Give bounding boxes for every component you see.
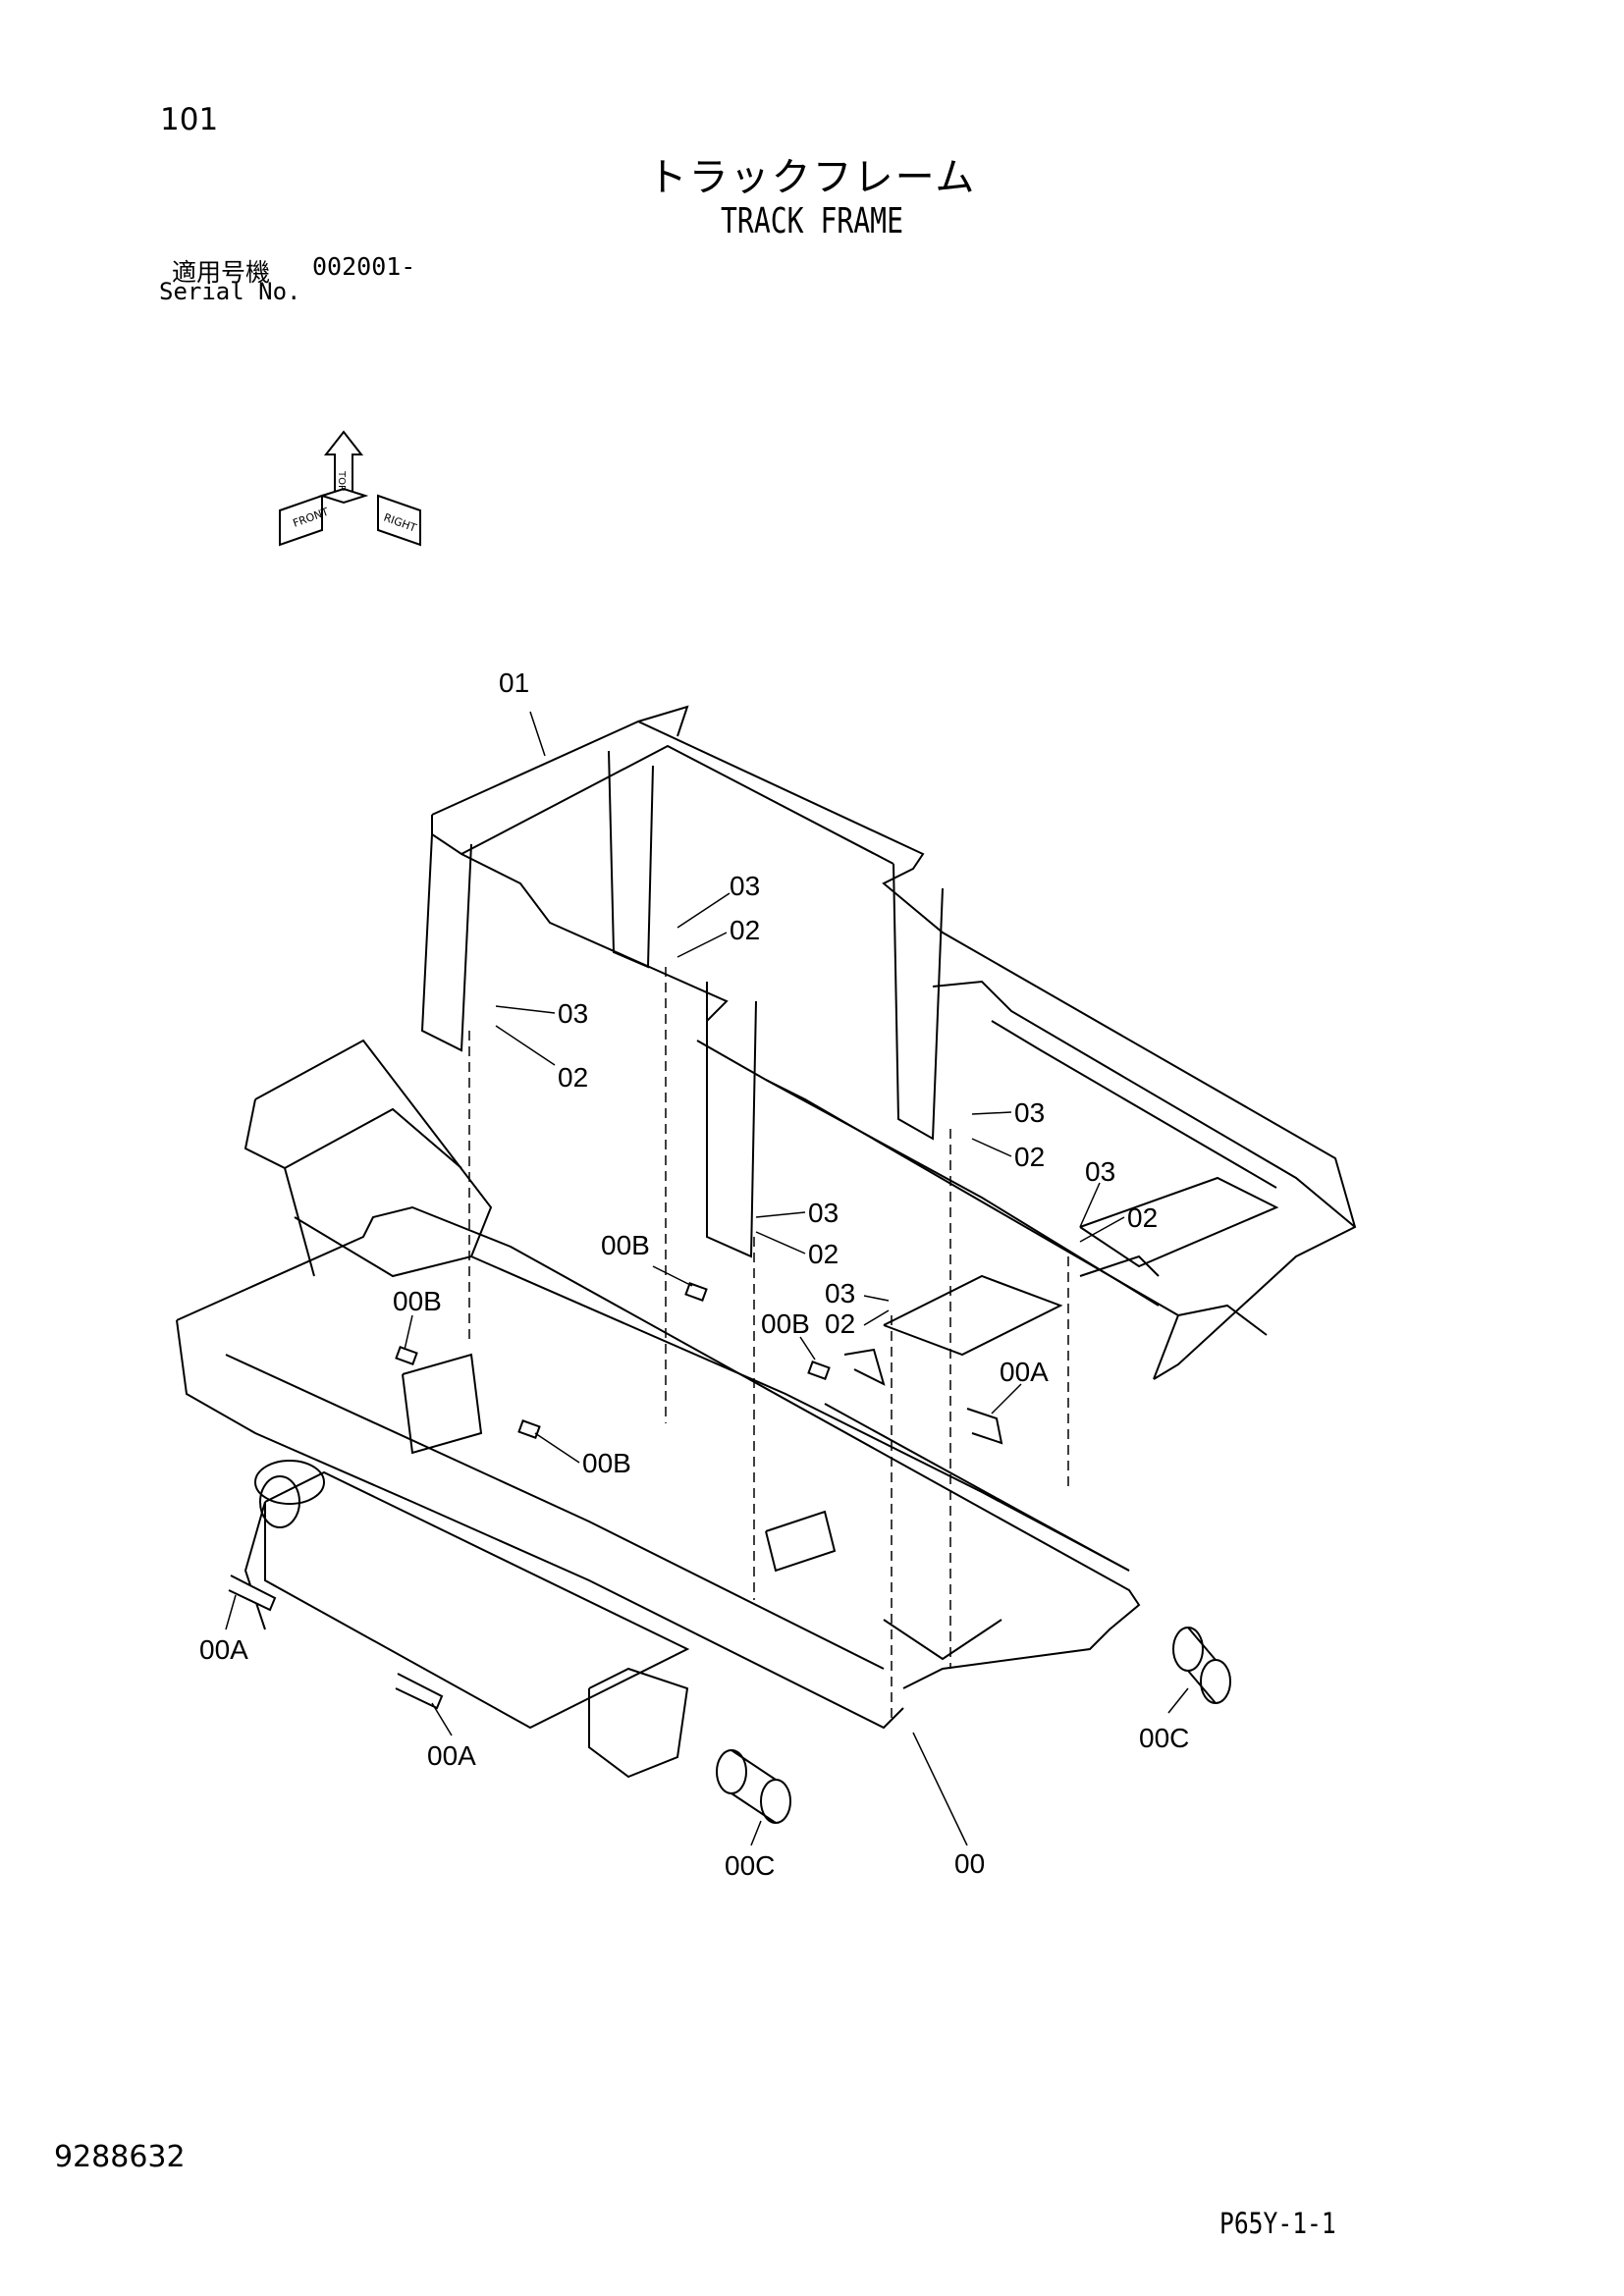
callout-00a: 00A [199,1634,248,1665]
callout-00c: 00C [725,1850,775,1881]
callout-02: 02 [808,1239,839,1269]
leader-lines [225,711,1189,1846]
callout-03: 03 [808,1198,839,1228]
callout-02: 02 [1127,1202,1158,1233]
callout-00c: 00C [1139,1723,1189,1753]
sheet-code: P65Y-1-1 [1219,2207,1336,2240]
callout-03: 03 [1014,1097,1045,1128]
serial-value: 002001- [312,252,416,281]
callout-03: 03 [730,871,760,901]
callout-00: 00 [954,1848,985,1879]
title-english: TRACK FRAME [721,201,903,241]
callout-01: 01 [499,667,529,698]
callout-00b: 00B [601,1230,650,1260]
callout-03: 03 [825,1278,855,1308]
lower-frame-00 [176,1039,1141,1779]
pin-cylinder-00c-right [1172,1627,1231,1704]
pin-cylinder-00c-left [716,1749,791,1824]
page-number: 101 [160,102,219,137]
callout-00a: 00A [1000,1357,1049,1387]
serial-label-english: Serial No. [159,278,301,305]
callout-00b: 00B [393,1286,442,1316]
document-number: 9288632 [54,2140,186,2174]
callout-00b: 00B [761,1308,810,1339]
orientation-top-label: TOP [336,470,347,491]
callout-02: 02 [1014,1142,1045,1172]
callout-02: 02 [730,915,760,945]
callout-03: 03 [1085,1156,1115,1187]
title-japanese: トラックフレーム [647,155,977,200]
callout-00a: 00A [427,1740,476,1771]
upper-frame-01 [420,705,1357,1380]
callout-labels: 01 03 02 03 02 03 02 03 02 03 02 03 02 0… [199,667,1189,1881]
callout-00b: 00B [582,1448,631,1478]
callout-02: 02 [558,1062,588,1093]
brackets-00a-00b [228,1282,1003,1710]
orientation-arrows-icon: FRONT RIGHT TOP [279,430,421,547]
callout-03: 03 [558,998,588,1029]
callout-02: 02 [825,1308,855,1339]
alignment-lines [468,967,1069,1718]
serial-label-japanese: 適用号機 [172,258,271,287]
